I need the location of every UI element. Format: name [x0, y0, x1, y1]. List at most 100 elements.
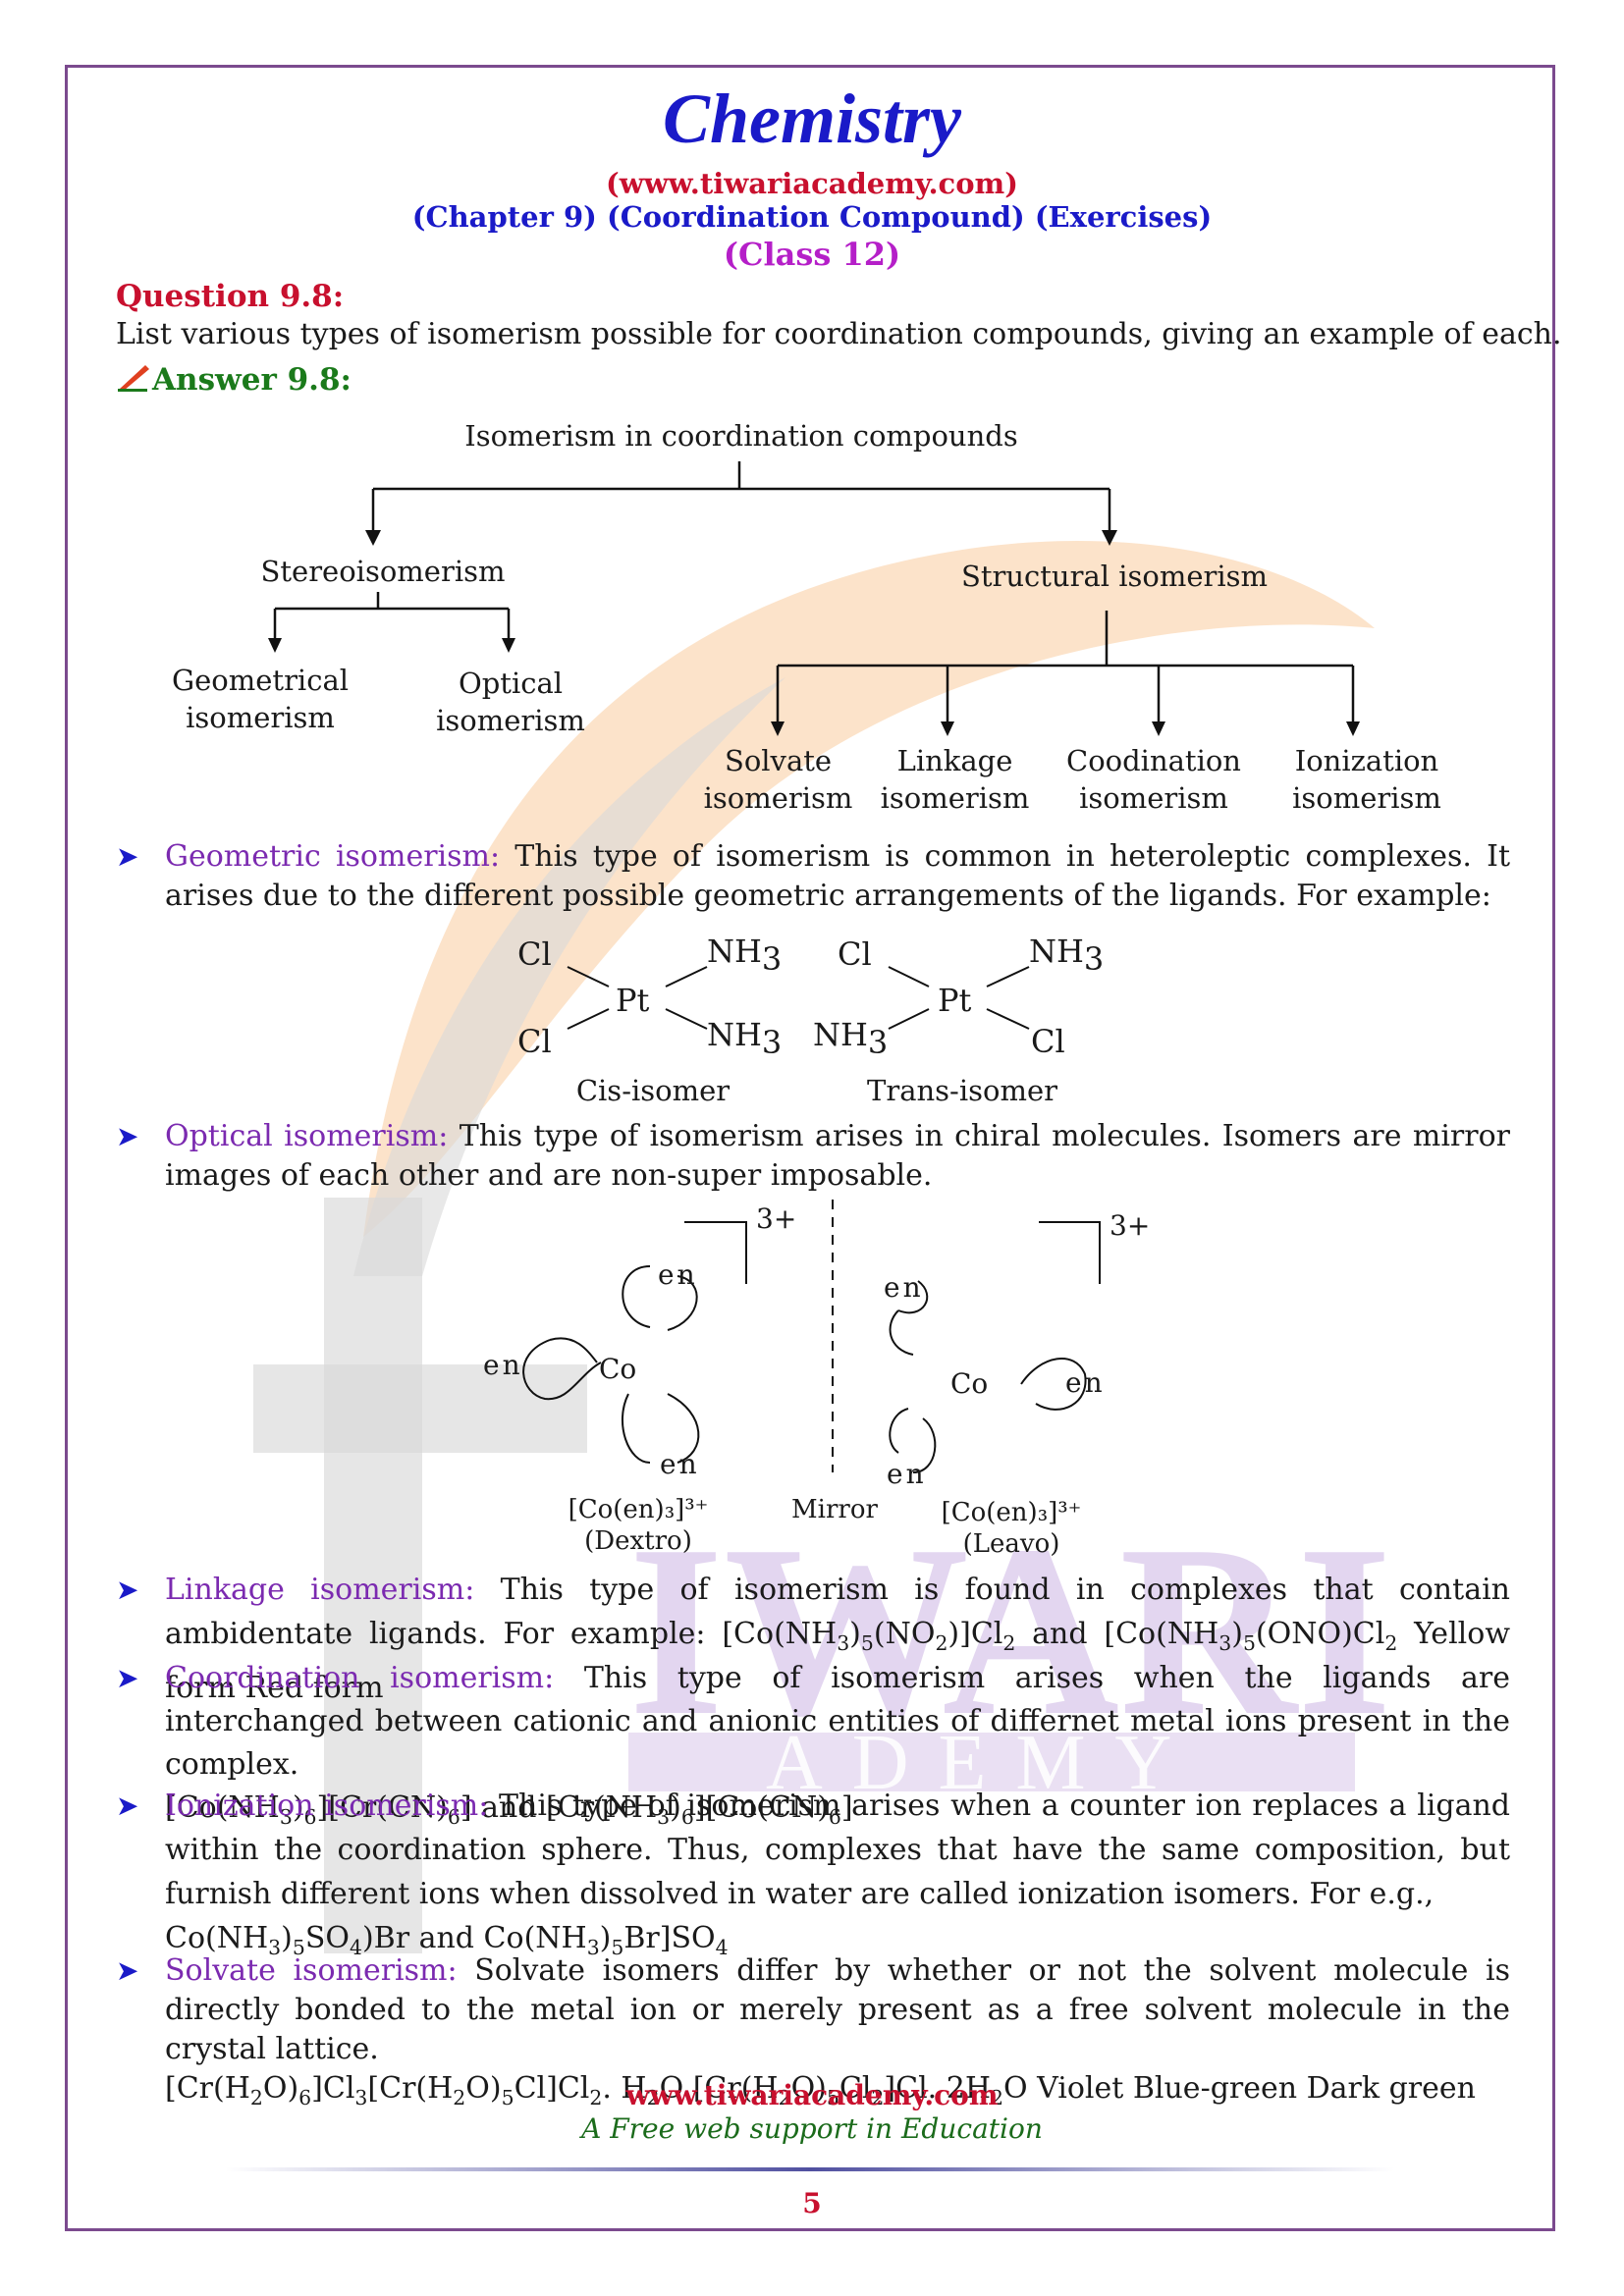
bullet-optical-body: Optical isomerism: This type of isomeris… — [165, 1117, 1510, 1196]
f: [Co(NH — [722, 1617, 838, 1651]
cis-nh3-top: NH3 — [707, 933, 782, 978]
trans-cl-top: Cl — [838, 935, 872, 973]
footer-divider — [226, 2167, 1394, 2171]
coordination-formula-1: [Co(NH3)6][Cr(CN)6] — [165, 1790, 472, 1829]
pencil-icon — [118, 365, 149, 392]
f: 6 — [303, 1805, 317, 1829]
f: 6 — [447, 1805, 460, 1829]
bullet-linkage-text: This type of isomerism is found in compl… — [165, 1573, 1510, 1651]
tree-ionization-label: Ionization isomerism — [1269, 742, 1465, 817]
leavo-en-right: en — [1065, 1366, 1106, 1399]
f: ] — [460, 1790, 472, 1825]
tree-solvate-line1: Solvate — [724, 744, 833, 777]
f: ) — [1231, 1617, 1243, 1651]
f: Co(NH — [483, 1921, 587, 1955]
bullet-arrow-icon: ➤ — [116, 1789, 139, 1822]
f: 6 — [828, 1805, 841, 1829]
f: ] — [840, 1790, 853, 1825]
dextro-caption: (Dextro) — [584, 1526, 692, 1556]
ionization-formula-1: Co(NH3)5SO4)Br — [165, 1921, 409, 1959]
dextro-en-bottom: en — [660, 1448, 700, 1480]
leavo-caption: (Leavo) — [962, 1529, 1060, 1559]
tree-ionization-line2: isomerism — [1292, 781, 1441, 815]
f: 2 — [1384, 1631, 1398, 1655]
f: [Cr(NH — [546, 1790, 658, 1825]
cis-pt: Pt — [616, 982, 650, 1019]
cis-cl-top: Cl — [517, 935, 552, 973]
f: ][Cr(CN) — [316, 1790, 448, 1825]
tree-geometrical-line1: Geometrical — [171, 664, 350, 697]
bullet-arrow-icon: ➤ — [116, 1120, 139, 1152]
tree-coordination-label: Coodination isomerism — [1056, 742, 1252, 817]
f: 6 — [680, 1805, 694, 1829]
bullet-optical: ➤ Optical isomerism: This type of isomer… — [116, 1117, 1510, 1196]
solvate-colors: Violet Blue-green Dark green — [1027, 2071, 1476, 2106]
trans-cl-bottom: Cl — [1031, 1023, 1065, 1060]
cis-nh3-bottom-sub: 3 — [761, 1024, 783, 1061]
linkage-formula-2: [Co(NH3)5(ONO)Cl2 — [1104, 1617, 1397, 1655]
tree-optical-line2: isomerism — [436, 704, 585, 737]
bullet-optical-term: Optical isomerism: — [165, 1119, 449, 1153]
mirror-label: Mirror — [791, 1495, 878, 1524]
leavo-en-top: en — [884, 1271, 924, 1304]
f: 4 — [349, 1936, 362, 1959]
class-heading: (Class 12) — [723, 236, 901, 273]
chapter-heading: (Chapter 9) (Coordination Compound) (Exe… — [411, 200, 1213, 234]
tree-coordination-line1: Coodination — [1066, 744, 1241, 777]
dextro-en-top: en — [658, 1258, 698, 1291]
ionization-and: and — [409, 1921, 484, 1955]
dextro-label: [Co(en)₃]³⁺ (Dextro) — [550, 1494, 727, 1557]
f: SO — [304, 1921, 350, 1955]
leavo-co: Co — [950, 1367, 989, 1400]
cis-nh3-top-sub: 3 — [761, 940, 783, 978]
bullet-geometric-body: Geometric isomerism: This type of isomer… — [165, 837, 1510, 916]
cis-cl-bottom: Cl — [517, 1023, 552, 1060]
answer-heading: Answer 9.8: — [152, 362, 352, 398]
bullet-solvate-term: Solvate isomerism: — [165, 1953, 458, 1988]
leavo-en-bottom: en — [887, 1458, 927, 1490]
f: (NO — [873, 1617, 936, 1651]
tree-stereoisomerism-label: Stereoisomerism — [260, 555, 506, 588]
f: ) — [849, 1617, 861, 1651]
tree-structural-label: Structural isomerism — [960, 560, 1269, 593]
f: 5 — [292, 1936, 305, 1959]
f: 3 — [657, 1805, 671, 1829]
page-number: 5 — [802, 2187, 822, 2219]
f: 3 — [279, 1805, 293, 1829]
leavo-label: [Co(en)₃]³⁺ (Leavo) — [923, 1497, 1100, 1560]
f: ][Co(CN) — [693, 1790, 829, 1825]
bullet-ionization: ➤ Ionization isomerism: This type of iso… — [116, 1784, 1510, 1970]
bullet-geometric-text: This type of isomerism is common in hete… — [165, 839, 1510, 913]
trans-nh3-top: NH3 — [1029, 933, 1104, 978]
bullet-coordination-term: Coordination isomerism: — [165, 1661, 555, 1695]
footer-website[interactable]: www.tiwariacademy.com — [625, 2079, 999, 2111]
bullet-solvate-body: Solvate isomerism: Solvate isomers diffe… — [165, 1951, 1510, 2117]
tree-root-label: Isomerism in coordination compounds — [464, 419, 1018, 453]
header-website[interactable]: (www.tiwariacademy.com) — [606, 167, 1018, 200]
f: ) — [281, 1921, 293, 1955]
bullet-coordination-text: This type of isomerism arises when the l… — [165, 1661, 1510, 1782]
coordination-and: and — [471, 1790, 547, 1825]
bullet-linkage: ➤ Linkage isomerism: This type of isomer… — [116, 1568, 1510, 1710]
bullet-geometric: ➤ Geometric isomerism: This type of isom… — [116, 837, 1510, 916]
bullet-arrow-icon: ➤ — [116, 840, 139, 873]
tree-optical-label: Optical isomerism — [403, 665, 619, 739]
f: 5 — [611, 1936, 624, 1959]
tree-optical-line1: Optical — [458, 667, 564, 700]
question-heading: Question 9.8: — [116, 279, 345, 314]
bullet-solvate: ➤ Solvate isomerism: Solvate isomers dif… — [116, 1951, 1510, 2117]
cis-nh3-bottom: NH3 — [707, 1016, 782, 1061]
f: [Co(NH — [1104, 1617, 1219, 1651]
trans-pt: Pt — [938, 982, 972, 1019]
solvate-formulas: [Cr(H2O)6]Cl3[Cr(H2O)5Cl]Cl2. H2O [Cr(H2… — [165, 2071, 1028, 2109]
page-title: Chemistry — [662, 80, 962, 158]
linkage-tail: Yellow form Red form — [165, 1617, 1510, 1705]
trans-nh3-top-sub: 3 — [1083, 940, 1105, 978]
cis-nh3-top-text: NH — [707, 933, 762, 970]
tree-geometrical-label: Geometrical isomerism — [147, 662, 373, 736]
bullet-arrow-icon: ➤ — [116, 1954, 139, 1987]
f: [Co(NH — [165, 1790, 280, 1825]
trans-nh3-top-text: NH — [1029, 933, 1084, 970]
